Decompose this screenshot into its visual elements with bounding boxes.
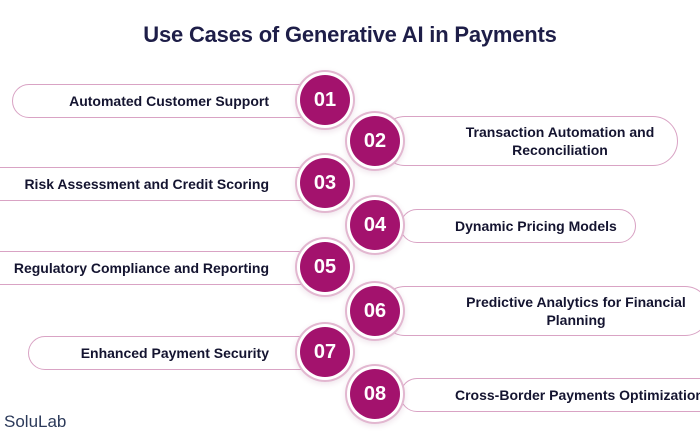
use-case-pill-08: Cross-Border Payments Optimization xyxy=(400,378,700,412)
use-case-pill-04: Dynamic Pricing Models xyxy=(400,209,636,243)
use-case-label: Enhanced Payment Security xyxy=(80,345,269,361)
use-case-number-06: 06 xyxy=(350,286,400,336)
use-case-label: Automated Customer Support xyxy=(69,93,269,109)
use-case-number-02: 02 xyxy=(350,116,400,166)
use-case-pill-02: Transaction Automation and Reconciliatio… xyxy=(380,116,678,166)
use-case-label: Cross-Border Payments Optimization xyxy=(455,387,700,403)
use-case-pill-01: Automated Customer Support xyxy=(12,84,330,118)
brand-logo-text: SoluLab xyxy=(4,412,67,431)
use-case-pill-05: Regulatory Compliance and Reporting xyxy=(0,251,330,285)
use-case-number-07: 07 xyxy=(300,327,350,377)
use-case-label: Risk Assessment and Credit Scoring xyxy=(24,176,269,192)
use-case-pill-07: Enhanced Payment Security xyxy=(28,336,330,370)
use-case-label: Dynamic Pricing Models xyxy=(455,218,617,234)
use-case-number-01: 01 xyxy=(300,75,350,125)
use-case-pill-03: Risk Assessment and Credit Scoring xyxy=(0,167,330,201)
use-case-pill-06: Predictive Analytics for Financial Plann… xyxy=(380,286,700,336)
use-case-number-04: 04 xyxy=(350,200,400,250)
use-case-number-03: 03 xyxy=(300,158,350,208)
use-case-label: Predictive Analytics for Financial Plann… xyxy=(466,294,686,328)
use-case-number-08: 08 xyxy=(350,369,400,419)
use-case-label: Regulatory Compliance and Reporting xyxy=(13,260,269,276)
page-title: Use Cases of Generative AI in Payments xyxy=(143,22,557,47)
use-case-label: Transaction Automation and Reconciliatio… xyxy=(465,124,655,158)
use-case-number-05: 05 xyxy=(300,242,350,292)
